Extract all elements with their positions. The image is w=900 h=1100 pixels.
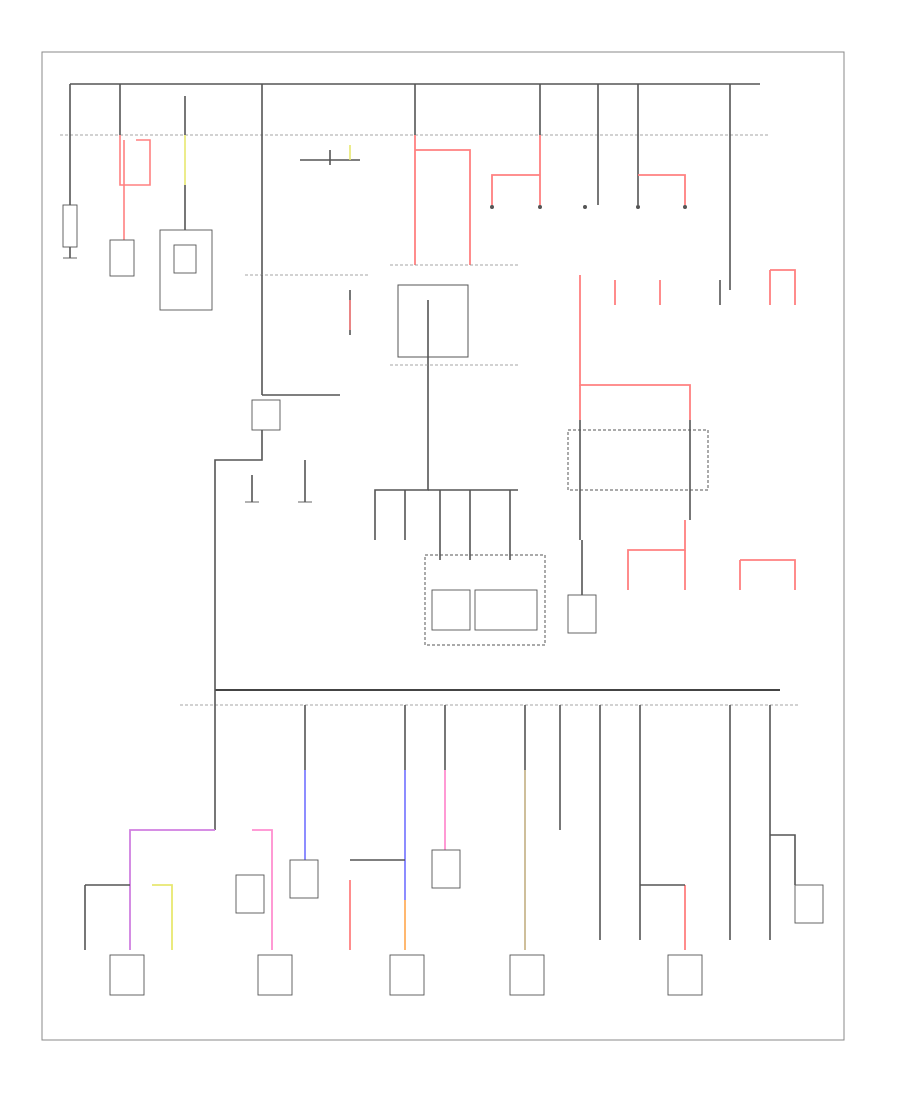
- mid-fuse-feeds: [579, 269, 796, 420]
- lower-colored-wires: [129, 770, 686, 950]
- starter-generator: [214, 430, 312, 672]
- central-fuse-box: [374, 480, 546, 646]
- ignition-starter-circuit: [245, 135, 370, 431]
- upper-fuse-feeds: [491, 135, 731, 290]
- top-power-bus: [60, 83, 770, 136]
- lower-power-bus: [180, 672, 800, 940]
- power-distribution-relay: [567, 420, 709, 540]
- lower-right-feeds: [567, 520, 796, 634]
- lower-branch-wires: [84, 770, 796, 950]
- battery-sensor-wiring: [109, 135, 151, 277]
- battery: [62, 135, 78, 259]
- lower-components: [109, 849, 824, 996]
- load-reduction-relay: [390, 135, 520, 480]
- fuse-terminals-row1: [490, 205, 687, 209]
- diagram-border: [41, 51, 845, 1041]
- energy-management-module: [159, 135, 213, 311]
